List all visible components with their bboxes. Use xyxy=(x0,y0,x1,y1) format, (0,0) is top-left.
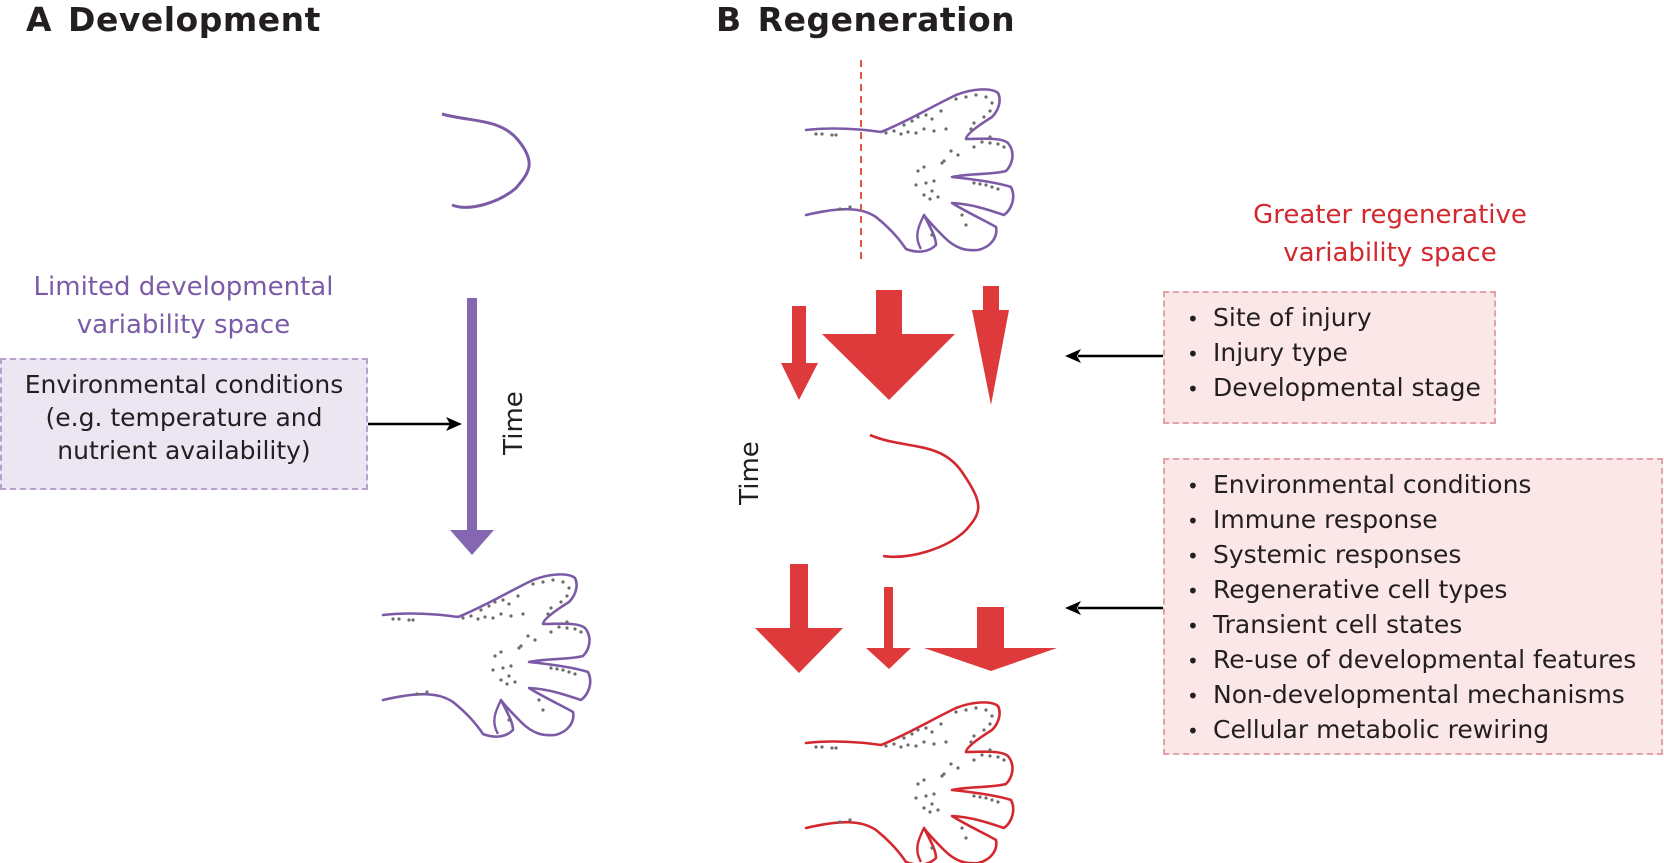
development-variability-caption: Limited developmental variability space xyxy=(0,268,367,344)
caption-line: Limited developmental xyxy=(33,272,334,302)
list-item: • Developmental stage xyxy=(1187,371,1494,406)
list-item-label: Regenerative cell types xyxy=(1213,575,1508,604)
list-item-label: Non-developmental mechanisms xyxy=(1213,680,1625,709)
list-item: • Regenerative cell types xyxy=(1187,573,1661,608)
bullet-icon: • xyxy=(1187,579,1199,603)
environment-input-arrow xyxy=(368,417,462,431)
list-item: • Immune response xyxy=(1187,503,1661,538)
list-item-label: Environmental conditions xyxy=(1213,470,1532,499)
caption-line: variability space xyxy=(76,310,291,340)
upper-variability-arrows xyxy=(781,286,1009,405)
panel-a-heading: Development xyxy=(68,0,321,39)
bullet-icon: • xyxy=(1187,614,1199,638)
list-item-label: Developmental stage xyxy=(1213,373,1481,402)
list-item-label: Systemic responses xyxy=(1213,540,1462,569)
variability-arrow-small xyxy=(781,306,818,400)
list-item: • Transient cell states xyxy=(1187,608,1661,643)
development-time-arrow xyxy=(450,298,494,555)
developed-hand xyxy=(381,573,592,738)
panel-a-title: A Development xyxy=(26,0,321,39)
limb-bud-development xyxy=(441,112,531,209)
original-hand xyxy=(804,88,1015,253)
bullet-icon: • xyxy=(1187,649,1199,673)
lower-variability-arrows xyxy=(755,564,1057,673)
variability-arrow-narrow xyxy=(972,286,1009,405)
environmental-conditions-box: Environmental conditions (e.g. temperatu… xyxy=(0,358,368,490)
caption-line: variability space xyxy=(1283,238,1497,268)
panel-a-letter: A xyxy=(26,0,53,39)
box-line: (e.g. temperature and xyxy=(45,403,323,432)
list-item-label: Transient cell states xyxy=(1213,610,1463,639)
bullet-icon: • xyxy=(1187,342,1199,366)
list-item: • Systemic responses xyxy=(1187,538,1661,573)
list-item: • Cellular metabolic rewiring xyxy=(1187,713,1661,748)
caption-line: Greater regenerative xyxy=(1253,200,1527,230)
box-line: Environmental conditions xyxy=(24,370,344,399)
panel-b-title: B Regeneration xyxy=(716,0,1015,39)
bullet-icon: • xyxy=(1187,377,1199,401)
panel-b-letter: B xyxy=(716,0,742,39)
variability-arrow-thin xyxy=(866,587,911,669)
variability-arrow-medium xyxy=(755,564,843,673)
regenerated-hand xyxy=(804,701,1015,863)
list-item: • Non-developmental mechanisms xyxy=(1187,678,1661,713)
bullet-icon: • xyxy=(1187,509,1199,533)
regenerative-variability-caption: Greater regenerative variability space xyxy=(1200,196,1580,272)
list-item: • Re-use of developmental features xyxy=(1187,643,1661,678)
blastema-regeneration xyxy=(869,433,980,559)
list-item-label: Immune response xyxy=(1213,505,1438,534)
list-item: • Environmental conditions xyxy=(1187,468,1661,503)
list-item-label: Site of injury xyxy=(1213,303,1372,332)
bullet-icon: • xyxy=(1187,544,1199,568)
list-item-label: Re-use of developmental features xyxy=(1213,645,1637,674)
list-item-label: Cellular metabolic rewiring xyxy=(1213,715,1550,744)
regeneration-factors-box: • Environmental conditions • Immune respon… xyxy=(1163,458,1663,755)
bullet-icon: • xyxy=(1187,684,1199,708)
bullet-icon: • xyxy=(1187,719,1199,743)
injury-factors-arrow xyxy=(1065,349,1163,363)
bullet-icon: • xyxy=(1187,474,1199,498)
list-item: • Site of injury xyxy=(1187,301,1494,336)
box-line: nutrient availability) xyxy=(57,436,311,465)
panel-b-heading: Regeneration xyxy=(757,0,1016,39)
variability-arrow-wide xyxy=(924,607,1057,671)
list-item-label: Injury type xyxy=(1213,338,1348,367)
injury-factors-box: • Site of injury • Injury type • Developmen… xyxy=(1163,291,1496,424)
bullet-icon: • xyxy=(1187,307,1199,331)
regeneration-factors-list: • Environmental conditions • Immune respon… xyxy=(1187,468,1661,748)
regeneration-factors-arrow xyxy=(1065,601,1163,615)
variability-arrow-large xyxy=(822,290,955,400)
injury-factors-list: • Site of injury • Injury type • Developmen… xyxy=(1187,301,1494,406)
list-item: • Injury type xyxy=(1187,336,1494,371)
